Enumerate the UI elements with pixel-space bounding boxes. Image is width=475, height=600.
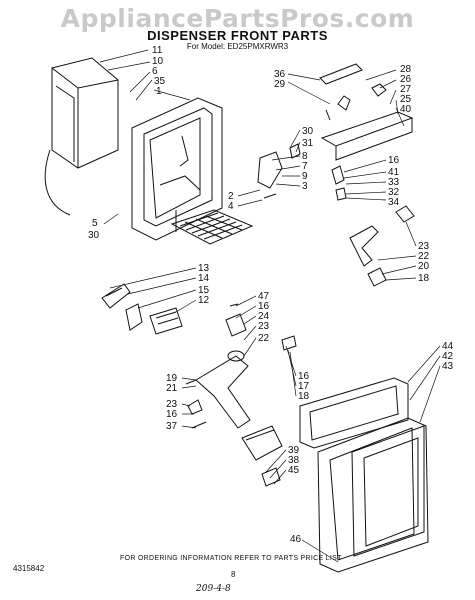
callout-label: 29 bbox=[274, 79, 286, 90]
callout-group-far-right: 23 22 20 18 bbox=[418, 241, 430, 284]
callout-label: 11 bbox=[152, 45, 163, 56]
callout-group-right-middle: 16 41 33 32 34 bbox=[388, 155, 400, 208]
callout-label: 36 bbox=[274, 69, 286, 80]
callout-group-lower-center: 16 17 18 bbox=[298, 371, 310, 402]
callout-label: 39 bbox=[288, 445, 300, 456]
callout-label: 2 bbox=[228, 191, 234, 202]
callout-label: 37 bbox=[166, 421, 178, 432]
callout-label: 16 bbox=[166, 409, 178, 420]
callout-group-left-middle: 13 14 15 12 bbox=[198, 263, 210, 306]
light-housing bbox=[241, 425, 283, 487]
switch-assembly bbox=[101, 283, 183, 335]
callout-label: 42 bbox=[442, 351, 454, 362]
callout-label: 3 bbox=[302, 181, 308, 192]
callout-label: 12 bbox=[198, 295, 210, 306]
callout-label: 32 bbox=[388, 187, 400, 198]
callout-label: 16 bbox=[388, 155, 400, 166]
model-line: For Model: ED25PMXRWR3 bbox=[186, 42, 289, 51]
upper-trim bbox=[299, 377, 409, 449]
callout-label: 18 bbox=[298, 391, 310, 402]
callout-label: 21 bbox=[166, 383, 178, 394]
callout-label: 30 bbox=[88, 230, 100, 241]
callout-group-upper-left: 11 10 6 35 1 bbox=[152, 45, 166, 97]
callout-label: 38 bbox=[288, 455, 300, 466]
callout-label: 6 bbox=[152, 66, 158, 77]
drip-grille bbox=[170, 209, 254, 245]
callout-group-lower-right-top: 44 42 43 bbox=[442, 341, 454, 372]
callout-label: 18 bbox=[418, 273, 430, 284]
upper-bracket bbox=[319, 63, 414, 161]
callout-label: 19 bbox=[166, 373, 178, 384]
callout-label: 22 bbox=[418, 251, 430, 262]
callout-label: 47 bbox=[258, 291, 270, 302]
page-number: 8 bbox=[231, 570, 236, 579]
callout-label: 34 bbox=[388, 197, 400, 208]
callout-label: 33 bbox=[388, 177, 400, 188]
callout-group-left-side: 5 30 bbox=[88, 218, 100, 241]
callout-group-upper-right-left: 36 29 bbox=[274, 69, 286, 90]
door-frame bbox=[317, 417, 429, 573]
callout-group-lower-left: 19 21 23 16 37 bbox=[166, 373, 178, 432]
callout-label: 43 bbox=[442, 361, 454, 372]
callout-label: 23 bbox=[418, 241, 430, 252]
callout-label: 26 bbox=[400, 74, 412, 85]
callout-label: 9 bbox=[302, 171, 308, 182]
callout-label: 10 bbox=[152, 56, 164, 67]
callout-label: 14 bbox=[198, 273, 210, 284]
callout-label: 44 bbox=[442, 341, 454, 352]
callout-label: 40 bbox=[400, 104, 412, 115]
reservoir-housing bbox=[44, 57, 119, 216]
callout-label: 31 bbox=[302, 138, 314, 149]
leader-lines bbox=[99, 49, 441, 563]
callout-group-bottom-center: 39 38 45 bbox=[288, 445, 300, 476]
callout-label: 20 bbox=[418, 261, 430, 272]
callout-group-center-middle: 47 16 24 23 22 bbox=[258, 291, 270, 344]
ordering-note: FOR ORDERING INFORMATION REFER TO PARTS … bbox=[120, 555, 342, 562]
callout-label: 8 bbox=[302, 151, 308, 162]
handwritten-code: 209-4-8 bbox=[196, 584, 231, 594]
dispenser-frame bbox=[131, 97, 223, 241]
lower-lever bbox=[185, 355, 251, 429]
callout-group-middle-column: 30 31 8 7 9 3 2 4 bbox=[228, 126, 314, 212]
callout-label: 7 bbox=[302, 161, 308, 172]
watermark: AppliancePartsPros.com bbox=[60, 4, 415, 33]
callout-label: 5 bbox=[92, 218, 98, 229]
callout-label: 23 bbox=[258, 321, 270, 332]
callout-label: 23 bbox=[166, 399, 178, 410]
callout-label: 46 bbox=[290, 534, 302, 545]
callout-label: 1 bbox=[156, 86, 162, 97]
page-title: DISPENSER FRONT PARTS bbox=[147, 28, 328, 43]
callout-group-bottom-right: 46 bbox=[290, 534, 302, 545]
callout-label: 13 bbox=[198, 263, 210, 274]
callout-label: 30 bbox=[302, 126, 314, 137]
callout-label: 27 bbox=[400, 84, 412, 95]
callout-label: 17 bbox=[298, 381, 310, 392]
callout-label: 15 bbox=[198, 285, 210, 296]
callout-label: 45 bbox=[288, 465, 300, 476]
callout-label: 4 bbox=[228, 201, 234, 212]
callout-label: 28 bbox=[400, 64, 412, 75]
callout-label: 41 bbox=[388, 167, 400, 178]
callout-label: 16 bbox=[258, 301, 270, 312]
callout-label: 25 bbox=[400, 94, 412, 105]
catalog-number: 4315842 bbox=[13, 564, 45, 573]
callout-label: 24 bbox=[258, 311, 270, 322]
callout-label: 16 bbox=[298, 371, 310, 382]
callout-group-upper-right: 28 26 27 25 40 bbox=[400, 64, 412, 115]
callout-label: 35 bbox=[154, 76, 166, 87]
callout-label: 22 bbox=[258, 333, 270, 344]
